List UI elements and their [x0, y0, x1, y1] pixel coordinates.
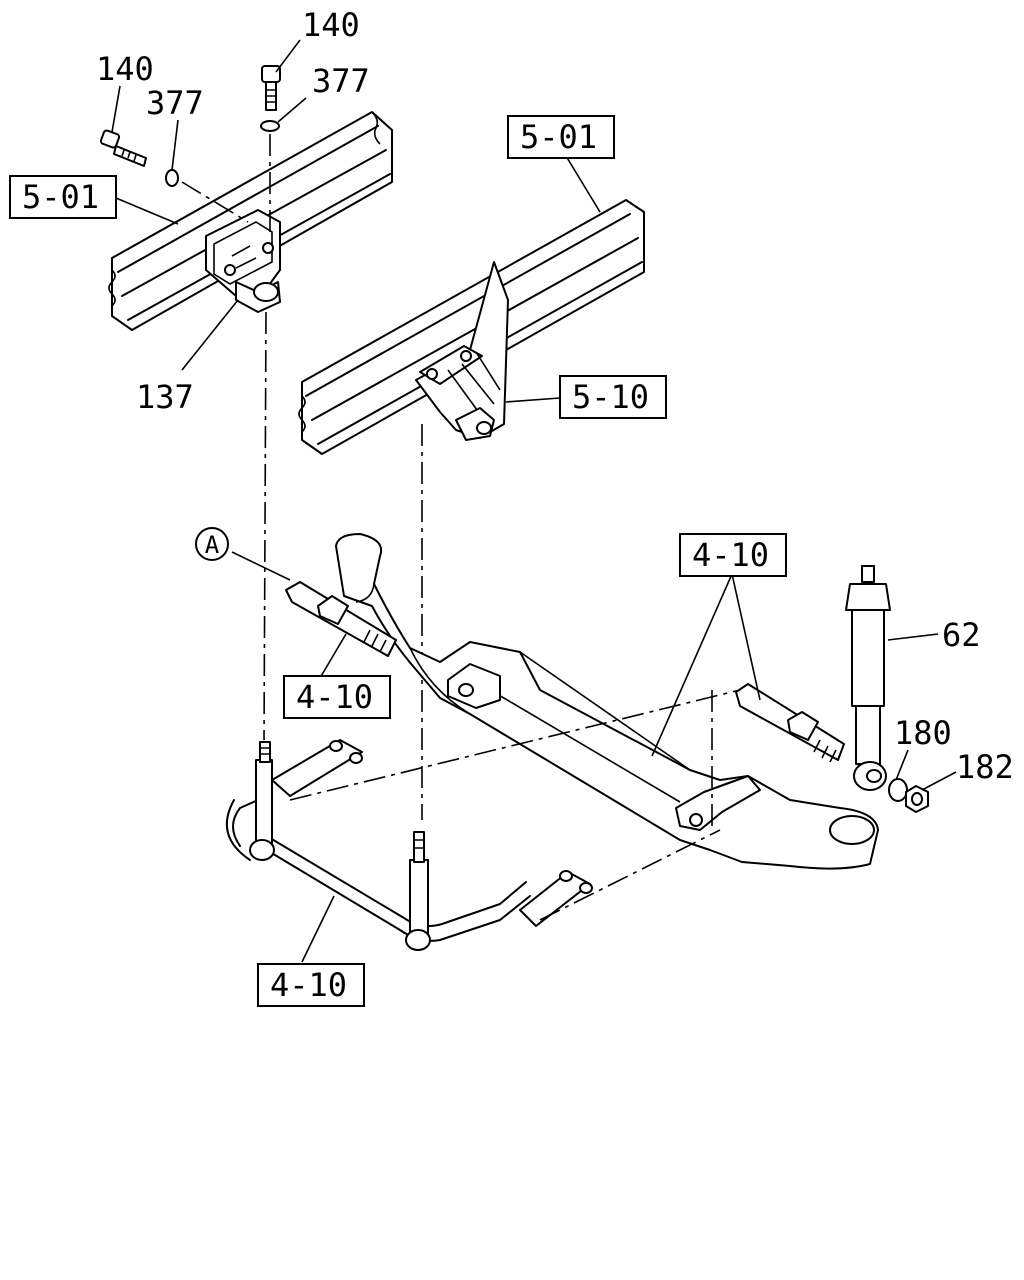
callout-62: 62: [942, 616, 981, 654]
ref-box-frame-right: 5-01: [507, 115, 615, 159]
ref-label: 4-10: [296, 678, 373, 716]
front-axle-beam: [335, 533, 879, 870]
view-marker-a: A: [195, 527, 229, 561]
ref-label: 4-10: [692, 536, 769, 574]
nut-182: [905, 785, 929, 813]
bolt-140-left: [99, 129, 147, 167]
bolt-140-top: [261, 65, 281, 111]
callout-377-top: 377: [312, 62, 370, 100]
ref-box-pin-left: 4-10: [283, 675, 391, 719]
ref-label: 5-01: [22, 178, 99, 216]
ref-label: 5-10: [572, 378, 649, 416]
callout-182: 182: [956, 748, 1014, 786]
ref-label: 5-01: [520, 118, 597, 156]
washer-180: [888, 778, 908, 802]
ref-box-axle: 4-10: [679, 533, 787, 577]
spring-pin-left: [285, 581, 397, 657]
callout-377-left: 377: [146, 84, 204, 122]
callout-180: 180: [894, 714, 952, 752]
frame-bracket-137: [205, 209, 281, 313]
ref-label: 4-10: [270, 966, 347, 1004]
callout-140-left: 140: [96, 50, 154, 88]
washer-377-left: [165, 169, 179, 187]
washer-377-top: [260, 120, 280, 132]
shock-absorber-62: [845, 565, 891, 791]
callout-137: 137: [136, 378, 194, 416]
ref-box-bracket-right: 5-10: [559, 375, 667, 419]
ref-box-frame-left: 5-01: [9, 175, 117, 219]
frame-bracket-5-10: [415, 261, 509, 441]
view-marker-label: A: [205, 531, 220, 559]
spring-pin-right: [735, 683, 845, 763]
callout-140-top: 140: [302, 6, 360, 44]
stabilizer-bar: [225, 739, 593, 951]
ref-box-stabilizer: 4-10: [257, 963, 365, 1007]
